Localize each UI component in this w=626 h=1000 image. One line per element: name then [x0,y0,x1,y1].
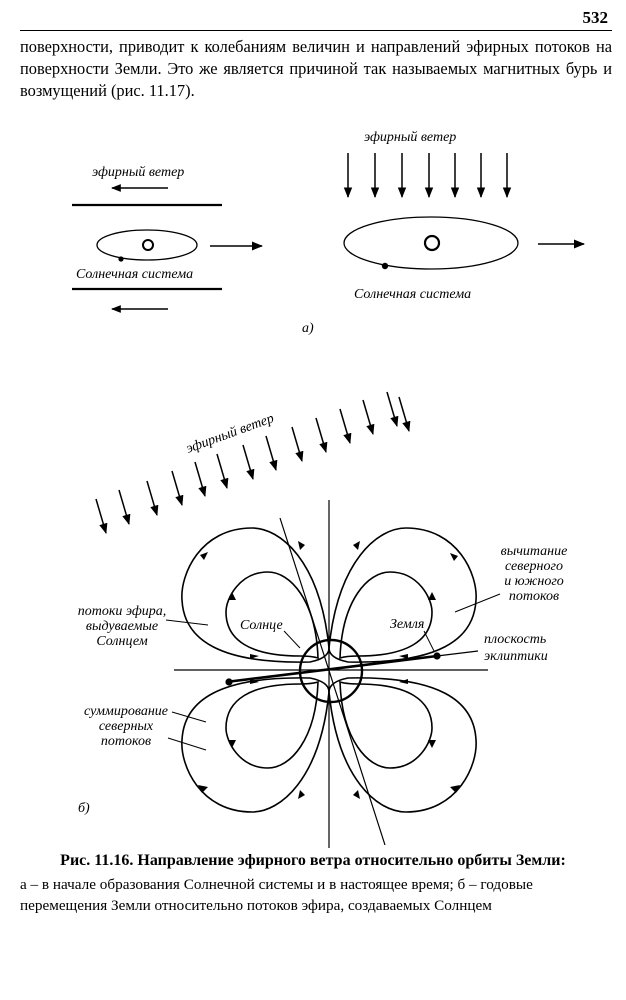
caption-body: а – в начале образования Солнечной систе… [20,874,620,916]
sun-small [142,239,154,251]
solar-system-ellipse-large [343,216,519,270]
wind-label-right: эфирный ветер [364,130,456,145]
inner-flow-loops [225,571,433,769]
ecliptic-label: плоскость эклиптики [484,632,548,664]
left-upper-leader [165,619,209,626]
svg-text:северных: северных [99,719,154,734]
svg-text:плоскость: плоскость [484,632,546,647]
earth-left-dot [225,678,233,686]
caption-line-1: а – в начале образования Солнечной систе… [20,876,533,893]
wind-arrows-diagonal [95,391,411,535]
sun-label: Солнце [240,618,283,633]
caption-title: Рис. 11.16. Направление эфирного ветра о… [60,852,566,869]
caption-line-2: перемещения Земли относительно потоков э… [20,897,492,914]
svg-text:северного: северного [505,559,563,574]
body-paragraph: поверхности, приводит к колебаниям велич… [20,37,612,100]
header-rule [20,30,612,31]
flow-arrowheads [198,541,460,799]
left-lower-label: суммирование северных потоков [84,704,168,749]
panel-label-b: б) [78,801,90,816]
svg-text:выдуваемые: выдуваемые [86,619,158,634]
solar-system-label-right: Солнечная система [354,287,471,302]
right-upper-leader [454,593,501,613]
svg-text:Солнцем: Солнцем [96,634,147,649]
earth-leader [423,630,435,652]
figure-a-right: эфирный ветер Солнечная система [343,130,586,302]
svg-text:и южного: и южного [504,574,564,589]
ecliptic-extension [436,650,479,657]
sun-large [423,234,441,252]
left-lower-leader-1 [171,711,207,723]
left-upper-label: потоки эфира, выдуваемые Солнцем [78,604,167,649]
svg-text:потоки эфира,: потоки эфира, [78,604,167,619]
wind-label-b: эфирный ветер [184,411,276,457]
solar-system-label-left: Солнечная система [76,267,193,282]
outer-flow-loops [181,527,477,813]
solar-system-ellipse-small [96,229,198,261]
earth-right-dot [433,652,441,660]
figure-b: эфирный ветер [78,391,568,848]
svg-text:потоков: потоков [101,734,151,749]
right-upper-label: вычитание северного и южного потоков [501,544,568,604]
svg-text:эклиптики: эклиптики [484,649,548,664]
earth-label: Земля [390,617,424,632]
wind-arrows-vertical [343,153,512,199]
earth-small [118,256,124,262]
left-lower-leader-2 [167,737,207,751]
wind-label-left: эфирный ветер [92,165,184,180]
svg-text:суммирование: суммирование [84,704,168,719]
wind-axis-diagonal [279,517,386,846]
earth-large [381,262,389,270]
svg-text:потоков: потоков [509,589,559,604]
ecliptic-line [225,654,438,684]
svg-text:вычитание: вычитание [501,544,568,559]
panel-label-a: а) [302,321,314,336]
page-number: 532 [582,8,609,27]
sun-circle [298,638,364,704]
sun-leader [283,630,301,649]
figure-a-left: эфирный ветер Солнечная система [72,165,264,313]
